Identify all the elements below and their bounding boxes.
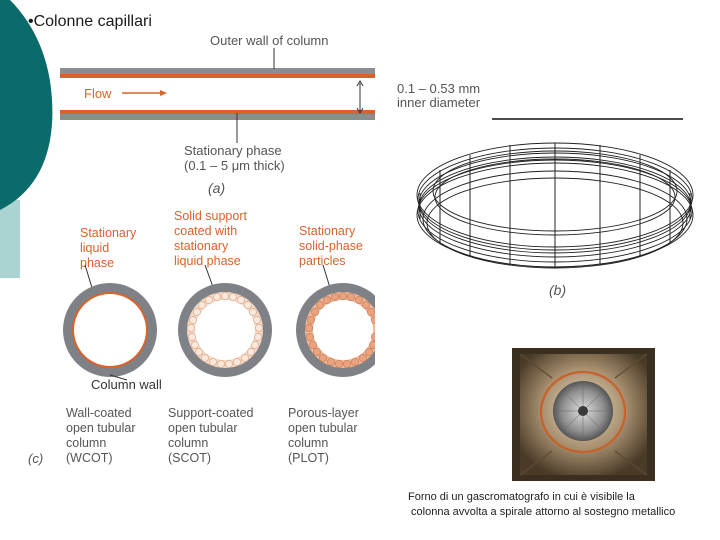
wcot-bottom-label-3: column: [66, 436, 107, 450]
frame-struts: [419, 143, 691, 267]
column-wall-leader: [109, 374, 128, 381]
teal-arc-shape: [0, 0, 53, 210]
plot-bottom-label-2: open tubular: [288, 421, 358, 435]
wcot-top-label-1: Stationary: [80, 226, 137, 240]
scot-cross-section: [178, 283, 272, 377]
wcot-top-label-3: phase: [80, 256, 115, 270]
panel-a-label: (a): [208, 180, 226, 196]
column-wall-label: Column wall: [91, 377, 162, 392]
outer-wall-top: [60, 68, 375, 74]
gc-oven-photo: [512, 348, 655, 481]
wcot-cross-section: [63, 283, 157, 377]
plot-cross-section: [296, 283, 375, 377]
plot-top-label-1: Stationary: [299, 224, 356, 238]
scot-bottom-label-2: open tubular: [168, 421, 238, 435]
slide-title: •Colonne capillari: [28, 13, 152, 30]
stationary-phase-label-2: (0.1 – 5 μm thick): [184, 158, 285, 173]
plot-top-label-3: particles: [299, 254, 346, 268]
scot-top-label-3: stationary: [174, 239, 229, 253]
scot-bottom-label-3: column: [168, 436, 209, 450]
plot-bottom-label-4: (PLOT): [288, 451, 329, 465]
photo-caption: Forno di un gascromatografo in cui è vis…: [408, 490, 708, 520]
scot-top-label-2: coated with: [174, 224, 238, 238]
stationary-phase-bottom: [60, 110, 375, 114]
scot-bottom-label-4: (SCOT): [168, 451, 212, 465]
flow-label: Flow: [84, 86, 112, 101]
scot-top-label-4: liquid phase: [174, 254, 241, 268]
caption-line-1: Forno di un gascromatografo in cui è vis…: [408, 491, 635, 503]
slide-decoration: [0, 0, 53, 278]
oven-interior: [512, 348, 655, 481]
wcot-bottom-label-1: Wall-coated: [66, 406, 132, 420]
diameter-arrow: [356, 80, 364, 114]
stationary-phase-leader: [236, 113, 238, 143]
stationary-phase-label-1: Stationary phase: [184, 143, 282, 158]
wcot-top-label-2: liquid: [80, 241, 110, 255]
diameter-label-1: 0.1 – 0.53 mm: [397, 81, 481, 96]
scot-bottom-label-1: Support-coated: [168, 406, 254, 420]
panel-c-label: (c): [28, 451, 44, 466]
flow-arrow-head: [160, 90, 167, 96]
outer-wall-leader: [273, 48, 275, 69]
caption-line-2: colonna avvolta a spirale attorno al sos…: [408, 506, 676, 518]
stationary-phase-top: [60, 74, 375, 78]
diameter-label-2: inner diameter: [397, 95, 481, 110]
outer-wall-label: Outer wall of column: [210, 33, 329, 48]
column-cross-sections: [63, 265, 375, 381]
panel-b-label: (b): [549, 282, 567, 298]
wcot-bottom-label-2: open tubular: [66, 421, 136, 435]
light-teal-band: [0, 200, 20, 278]
coiled-column-illustration: [416, 118, 694, 269]
wcot-bottom-label-4: (WCOT): [66, 451, 113, 465]
plot-top-label-2: solid-phase: [299, 239, 363, 253]
diagram-a-column: [60, 68, 375, 120]
plot-bottom-label-1: Porous-layer: [288, 406, 359, 420]
plot-bottom-label-3: column: [288, 436, 329, 450]
scot-top-label-1: Solid support: [174, 209, 247, 223]
outer-wall-bottom: [60, 114, 375, 120]
